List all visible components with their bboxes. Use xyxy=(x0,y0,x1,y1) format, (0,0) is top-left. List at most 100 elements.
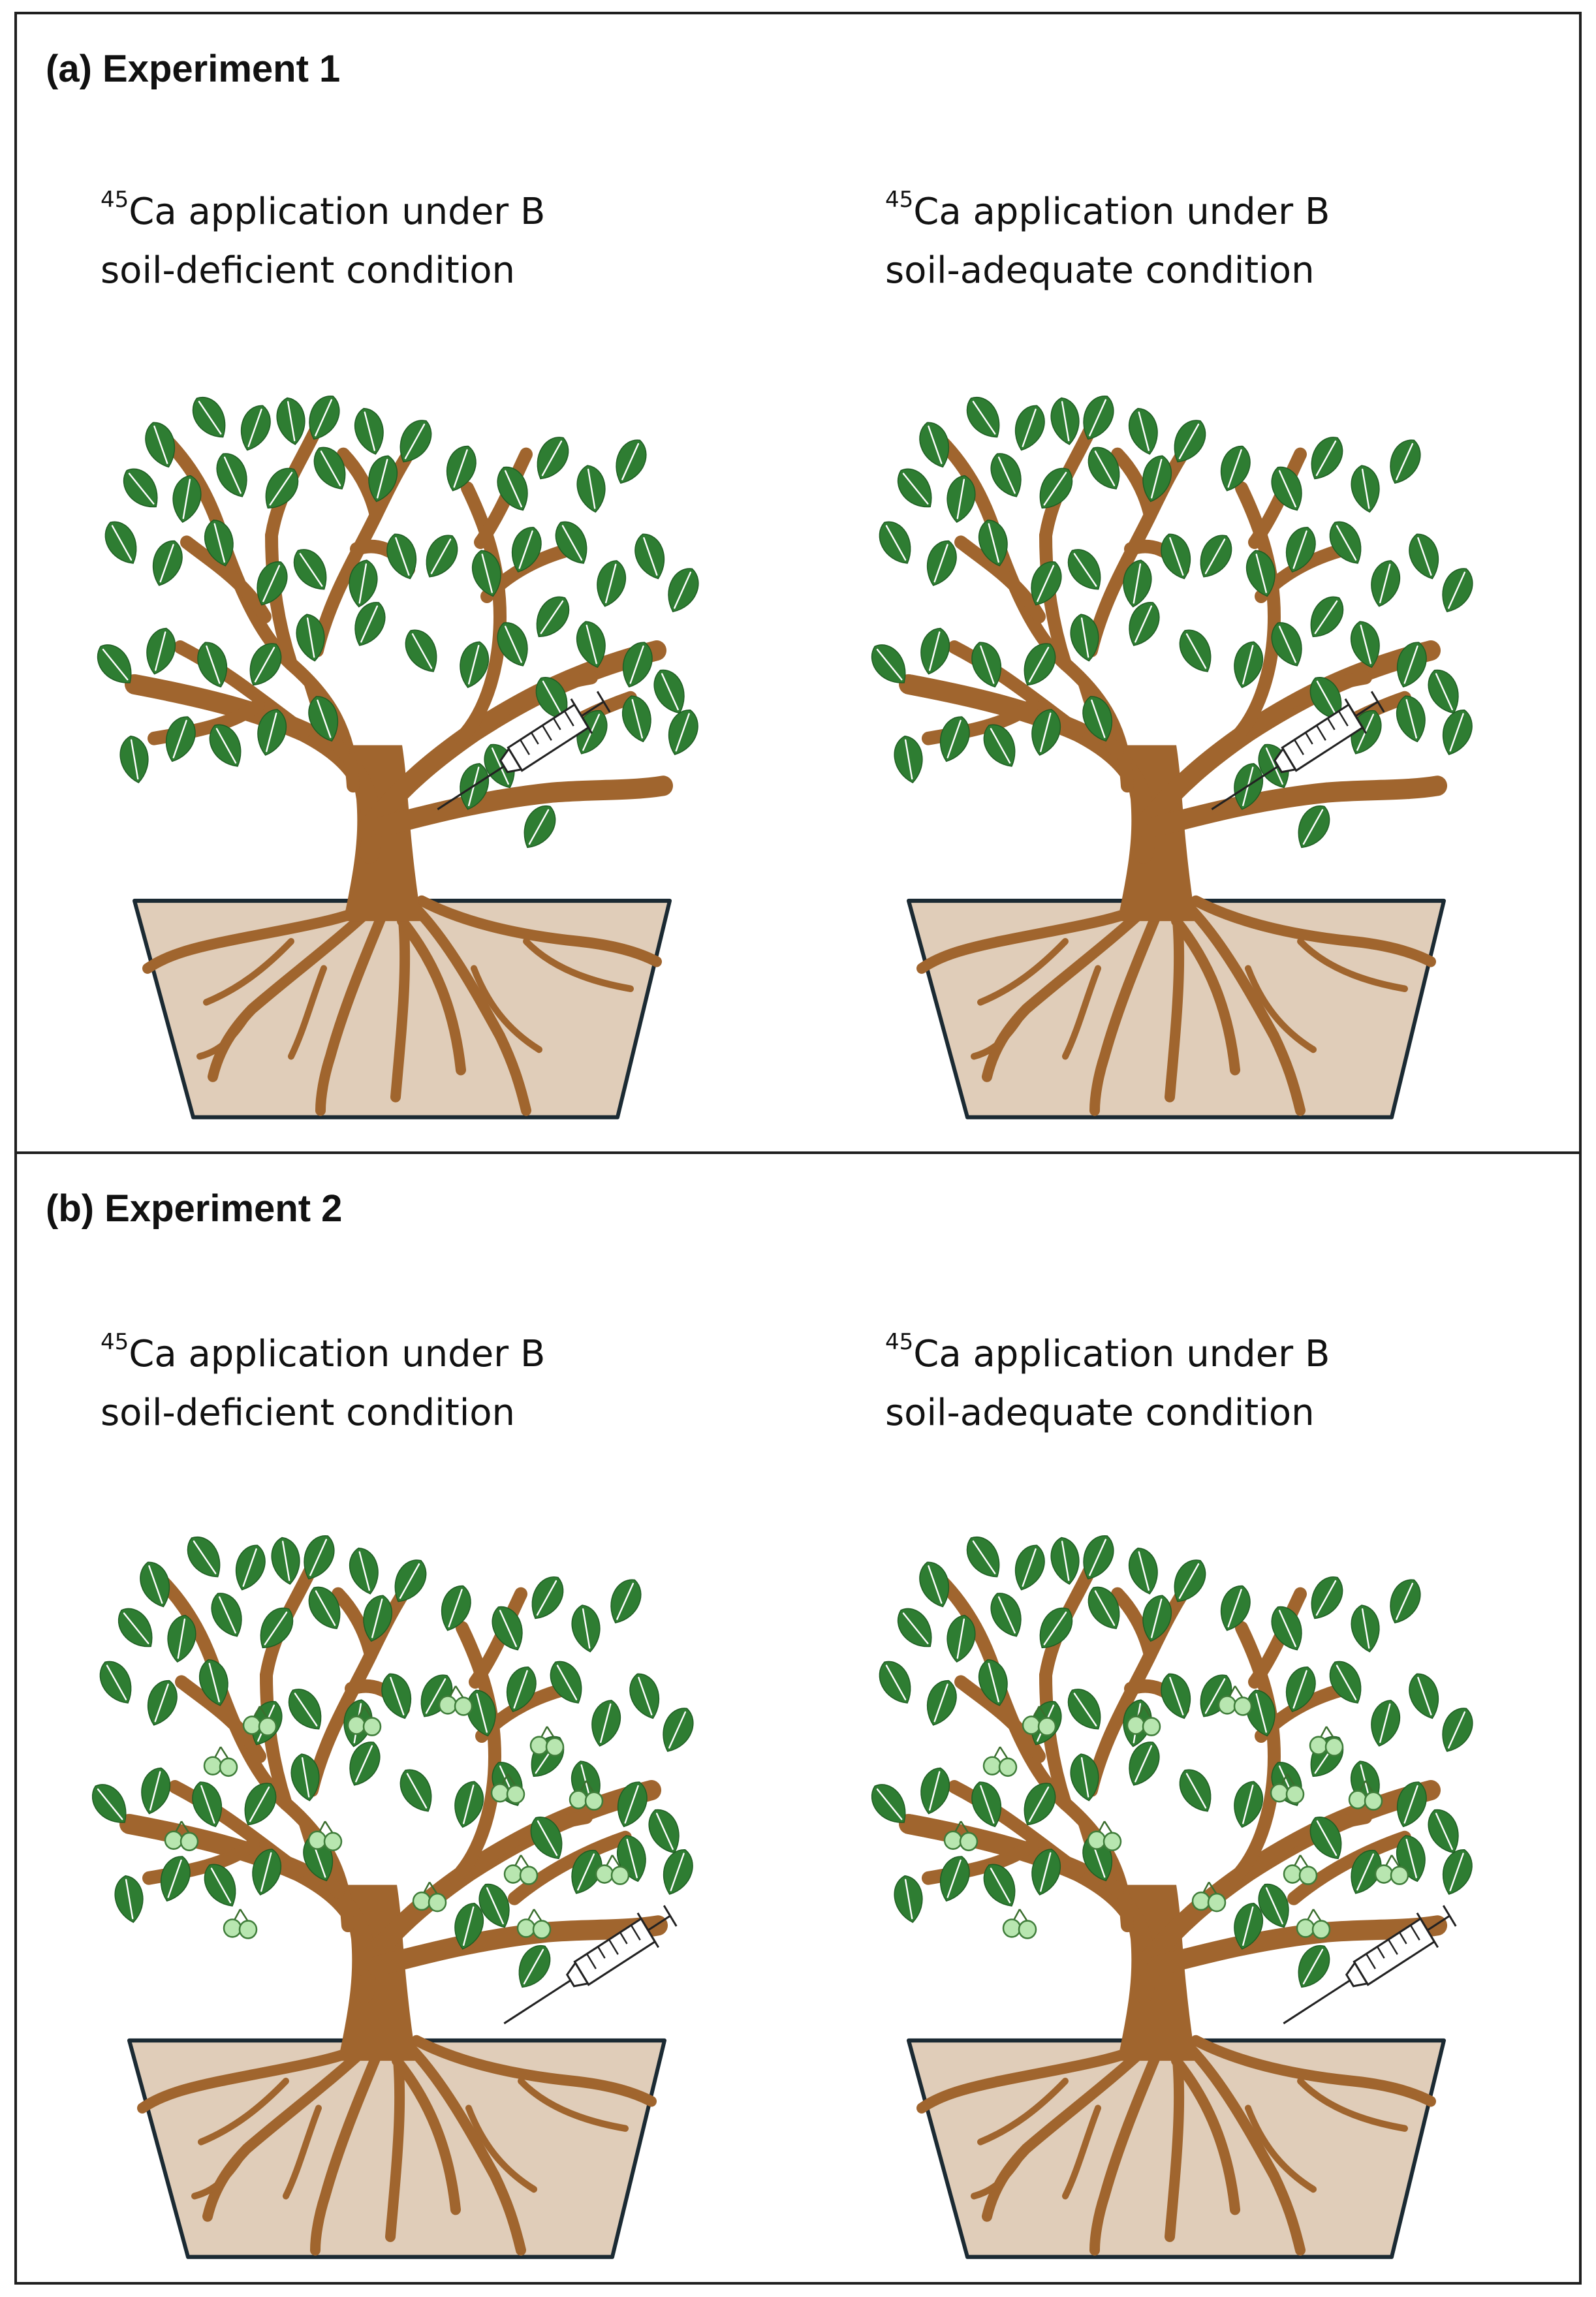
fruit-stem xyxy=(258,1706,269,1719)
fruit-cluster xyxy=(516,1909,552,1939)
root xyxy=(1184,902,1306,1116)
leaf-vein xyxy=(1040,712,1052,753)
fruit-stem xyxy=(1234,1685,1244,1699)
leaf-34 xyxy=(971,642,1002,688)
fruit xyxy=(1285,1784,1305,1804)
leaf-43 xyxy=(617,1781,648,1828)
leaf-vein xyxy=(149,1771,161,1811)
leaf-vein xyxy=(933,544,948,583)
leaf-52 xyxy=(1442,710,1473,755)
leaf-48 xyxy=(252,1849,282,1896)
branch xyxy=(1039,529,1072,671)
leaf-vein xyxy=(997,456,1016,494)
fruit-cluster xyxy=(1002,1909,1037,1939)
branch xyxy=(1255,670,1372,732)
leaf-vein xyxy=(600,1703,612,1743)
syringe-thumb xyxy=(596,691,611,713)
fruit xyxy=(1364,1791,1383,1811)
isotope-superscript: 45 xyxy=(101,1329,129,1355)
leaf-vein xyxy=(1022,1548,1037,1587)
leaf-vein xyxy=(1134,605,1153,643)
branch xyxy=(948,1780,1085,1879)
root xyxy=(523,938,634,992)
leaf-10 xyxy=(265,467,299,509)
syringe-tick xyxy=(541,725,552,741)
leaf-7 xyxy=(897,468,932,508)
fruit xyxy=(1207,1892,1227,1913)
fruit-stem xyxy=(999,1746,1009,1760)
leaf-28 xyxy=(1329,1661,1362,1704)
leaf-vein xyxy=(358,563,368,604)
fruit-cluster xyxy=(1283,1854,1318,1885)
leaf-34 xyxy=(197,642,228,688)
leaf-vein xyxy=(577,1853,595,1891)
leaf-16 xyxy=(571,1604,601,1653)
branch xyxy=(1134,640,1441,837)
leaf-vein xyxy=(1169,1676,1184,1715)
leaf-vein xyxy=(491,747,509,785)
leaf-vein xyxy=(1302,1948,1324,1985)
leaf-vein xyxy=(1043,471,1067,506)
leaf-20 xyxy=(978,1659,1008,1706)
branch xyxy=(1039,1668,1072,1811)
condition-line-1: Ca application under B xyxy=(913,191,1330,233)
branch xyxy=(1255,1810,1372,1871)
syringe-thumb xyxy=(1442,1905,1457,1927)
foliage xyxy=(871,1535,1473,1988)
root xyxy=(202,2038,376,2222)
fruit xyxy=(595,1864,614,1884)
leaf-vein xyxy=(463,1906,475,1946)
leaf-11 xyxy=(1087,446,1120,490)
leaf-vein xyxy=(355,1745,373,1783)
leaf-11 xyxy=(313,446,346,490)
fruit xyxy=(1309,1736,1328,1755)
leaf-vein xyxy=(518,530,533,569)
condition-line-2: soil-deficient condition xyxy=(101,249,516,292)
leaf-vein xyxy=(1089,1539,1107,1576)
leaf-33 xyxy=(146,627,176,675)
leaf-22 xyxy=(1067,1689,1101,1730)
leaf-28 xyxy=(555,521,587,564)
leaf-vein xyxy=(249,1786,270,1822)
leaf-vein xyxy=(154,1683,169,1723)
branch xyxy=(174,640,311,739)
fruit-stem xyxy=(239,1909,249,1922)
leaf-vein xyxy=(1227,449,1242,488)
leaf-38 xyxy=(1179,1769,1212,1812)
leaf-vein xyxy=(468,644,480,685)
syringe-icon xyxy=(503,1905,678,2025)
leaf-47 xyxy=(209,724,242,767)
leaf-43 xyxy=(1396,642,1427,688)
syringe-needle xyxy=(503,1979,571,2025)
leaf-2 xyxy=(1014,405,1045,451)
leaf-vein xyxy=(1449,1852,1464,1892)
fruit xyxy=(529,1736,549,1755)
leaf-vein xyxy=(395,537,410,576)
leaf-vein xyxy=(1204,539,1226,574)
leaf-4 xyxy=(304,1535,335,1580)
root xyxy=(1089,2048,1162,2256)
leaf-18 xyxy=(879,1661,911,1704)
fruit-cluster xyxy=(242,1706,277,1736)
syringe-thumb xyxy=(1370,691,1385,713)
fruit xyxy=(516,1918,536,1938)
root xyxy=(1171,2055,1240,2215)
leaf-vein xyxy=(1396,1582,1414,1620)
leaf-vein xyxy=(537,1820,558,1856)
leaf-vein xyxy=(1336,1664,1357,1700)
leaf-vein xyxy=(902,473,929,505)
leaf-47 xyxy=(983,724,1016,767)
leaf-45 xyxy=(119,735,149,784)
root xyxy=(465,2104,537,2193)
branch xyxy=(948,640,1085,739)
leaf-vein xyxy=(155,631,166,671)
leaf-vein xyxy=(306,617,315,658)
leaf-17 xyxy=(610,1579,642,1624)
leaf-vein xyxy=(320,450,341,486)
leaf-14 xyxy=(492,1606,523,1651)
leaf-vein xyxy=(294,1693,318,1727)
leaf-vein xyxy=(523,1948,544,1985)
syringe-needle xyxy=(1211,765,1279,811)
root xyxy=(1062,965,1101,1060)
